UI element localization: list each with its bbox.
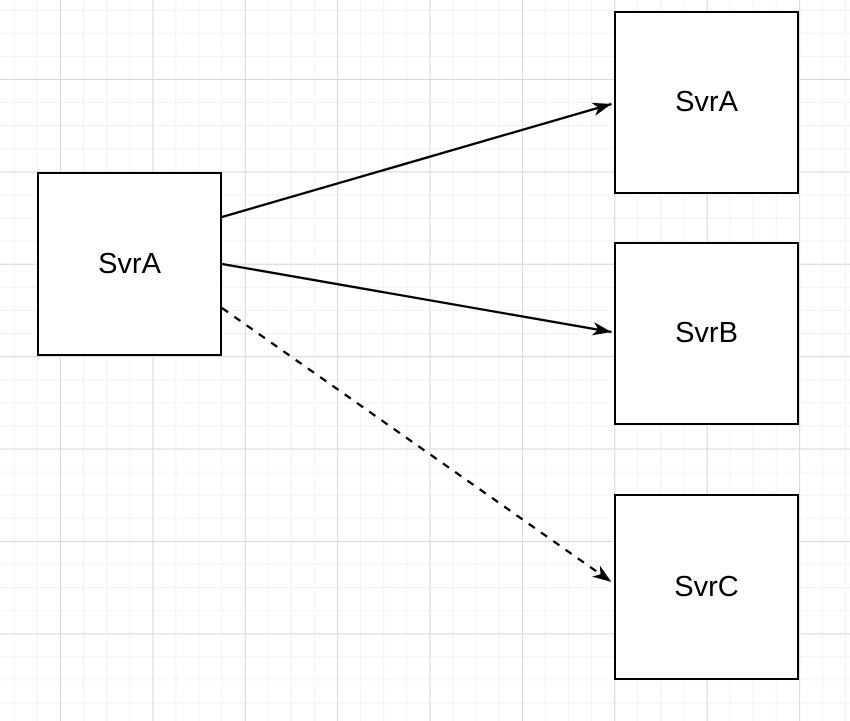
- node-dst-svrc[interactable]: SvrC: [614, 494, 799, 680]
- node-label: SvrA: [98, 247, 161, 280]
- node-src-svra[interactable]: SvrA: [37, 172, 222, 356]
- node-label: SvrA: [675, 86, 738, 118]
- edge-src-svra-to-dst-svrb[interactable]: [221, 262, 612, 336]
- edge-src-svra-to-dst-svrc[interactable]: [221, 307, 613, 583]
- edges-group: [221, 102, 613, 583]
- node-label: SvrC: [674, 570, 739, 603]
- node-label: SvrB: [675, 317, 738, 349]
- node-dst-svra[interactable]: SvrA: [614, 11, 799, 194]
- edge-src-svra-to-dst-svra[interactable]: [221, 102, 612, 219]
- node-dst-svrb[interactable]: SvrB: [614, 242, 799, 425]
